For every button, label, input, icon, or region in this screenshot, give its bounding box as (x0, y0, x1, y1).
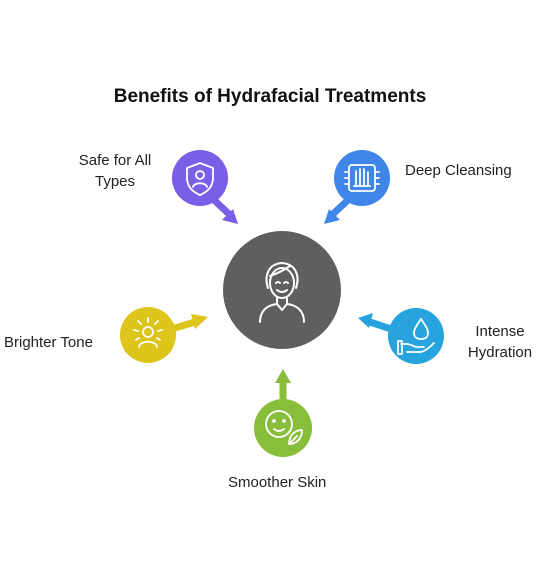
arrow-safe (210, 196, 238, 224)
label-safe: Safe for All Types (78, 152, 152, 190)
label-bright: Brighter Tone (4, 334, 93, 351)
label-smooth: Smoother Skin (228, 474, 327, 491)
woman-face-icon (259, 262, 305, 323)
face-leaf-icon (265, 410, 303, 445)
node-safe (172, 150, 228, 206)
label-hydration: Intense Hydration (467, 323, 533, 361)
shield-user-icon (186, 162, 214, 196)
diagram-title: Benefits of Hydrafacial Treatments (113, 86, 427, 107)
node-deep (334, 150, 390, 206)
arrow-deep (324, 196, 352, 224)
radiant-person-icon (133, 317, 163, 348)
label-deep: Deep Cleansing (405, 162, 512, 179)
arrow-hydration (358, 313, 392, 332)
node-smooth (254, 399, 312, 457)
center-node (223, 231, 341, 349)
water-drop-hand-icon (397, 318, 435, 355)
arrow-bright (171, 314, 208, 332)
arrow-smooth (275, 369, 291, 406)
node-hydration (388, 308, 444, 364)
hand-icon (344, 164, 380, 192)
node-bright (120, 307, 176, 363)
